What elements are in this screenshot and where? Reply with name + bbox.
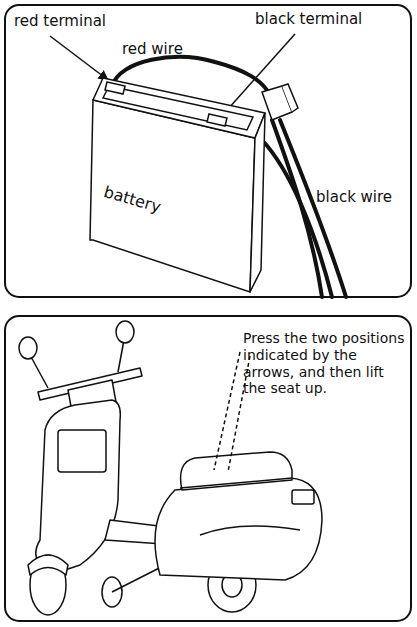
front-box: [58, 430, 106, 472]
connector-plug: [262, 84, 298, 120]
instruction-note: Press the two positions indicated by the…: [243, 330, 411, 397]
wire-bundle: [280, 120, 346, 297]
seat-line: [180, 478, 292, 488]
mirror-stem: [118, 340, 124, 372]
body-line: [200, 526, 300, 535]
battery-top: [93, 78, 265, 138]
panel-frame: [5, 316, 411, 621]
front-fender: [28, 555, 68, 575]
battery-outline: [90, 78, 265, 292]
mirror: [116, 321, 134, 343]
mirror: [19, 337, 37, 359]
part-label: red wire: [122, 40, 222, 58]
panel-frames: [5, 5, 411, 621]
battery-box: battery: [85, 70, 270, 295]
tail-light: [292, 490, 314, 504]
leader-line: [50, 36, 108, 80]
terminal: [207, 114, 227, 126]
wire-bundle: [272, 120, 322, 297]
part-label: black terminal: [255, 10, 395, 28]
panel-frame: [5, 5, 411, 297]
battery-outline: [85, 70, 270, 295]
mirror-stem: [30, 355, 48, 388]
part-label: black wire: [316, 188, 411, 206]
terminal: [105, 82, 125, 94]
rear-body: [155, 478, 322, 580]
battery-side: [250, 113, 265, 292]
battery-rim: [103, 86, 253, 130]
seat: [181, 452, 292, 490]
dashed-arrow: [214, 352, 240, 470]
front-shield: [36, 400, 121, 575]
part-label: red terminal: [14, 12, 144, 30]
connector-plug: [282, 84, 298, 112]
